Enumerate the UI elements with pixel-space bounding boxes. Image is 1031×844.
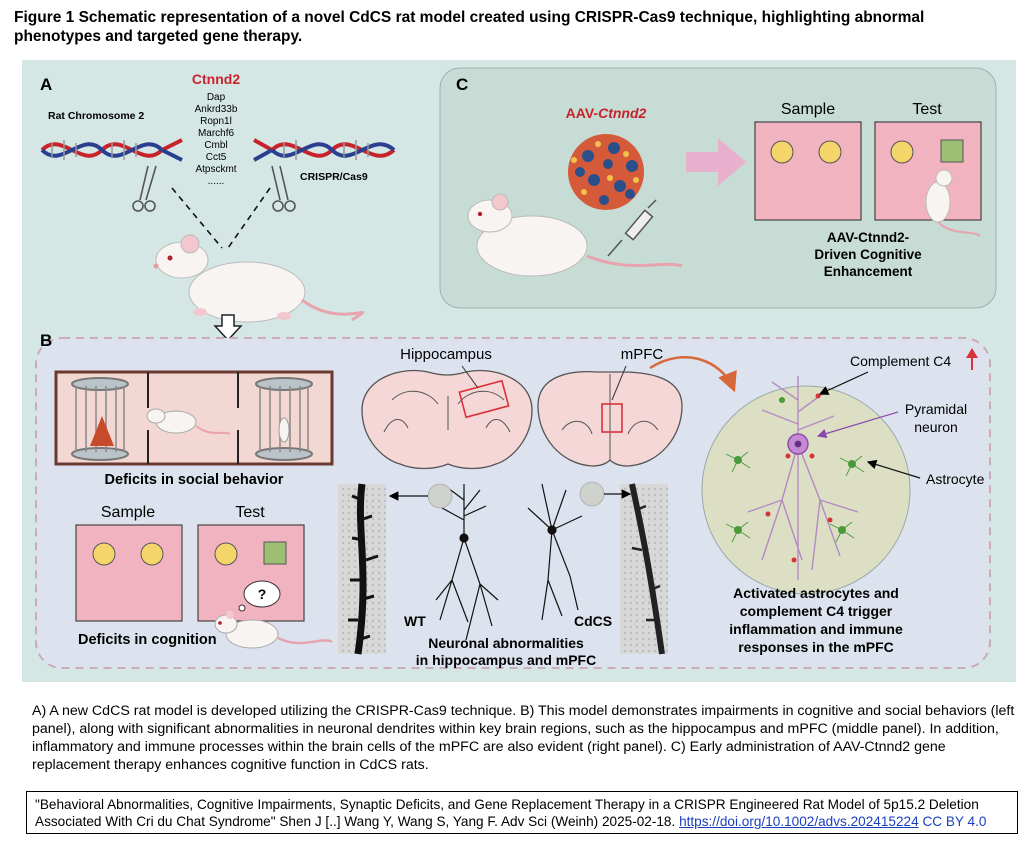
cognition-caption: Deficits in cognition bbox=[78, 632, 217, 648]
figure-caption: A) A new CdCS rat model is developed uti… bbox=[32, 703, 1015, 773]
scissors-left-icon bbox=[132, 165, 157, 212]
c-caption: AAV-Ctnnd2- Driven Cognitive Enhancement bbox=[814, 230, 922, 279]
c-sample-box bbox=[754, 121, 862, 221]
doi-link[interactable]: https://doi.org/10.1002/advs.202415224 bbox=[679, 814, 919, 829]
pyramidal-label-line: neuron bbox=[914, 419, 958, 435]
thought-bubble-icon bbox=[238, 580, 281, 612]
social-chamber bbox=[54, 370, 334, 466]
figure-panel: A Rat Chromosome 2 Ctnnd2 Dap Ankrd33b R… bbox=[22, 60, 1016, 682]
rat-cognition-icon bbox=[214, 611, 333, 649]
treatment-arrow-icon bbox=[686, 138, 746, 186]
neuronal-caption-line: Neuronal abnormalities bbox=[428, 635, 584, 651]
dna-helix-left-icon bbox=[40, 140, 164, 160]
pyramidal-label-line: Pyramidal bbox=[905, 401, 967, 417]
c-caption-line: Driven Cognitive bbox=[814, 247, 922, 262]
pyramidal-neuron-icon bbox=[747, 376, 859, 580]
neuron-cdcs-icon bbox=[527, 481, 632, 621]
brain-mpfc-icon bbox=[537, 365, 683, 467]
cdcs-label: CdCS bbox=[574, 613, 612, 629]
b-test-box bbox=[197, 524, 305, 622]
chromosome-label: Rat Chromosome 2 bbox=[48, 110, 144, 122]
rat-c-test-icon bbox=[925, 169, 981, 237]
brain-hippocampus-icon bbox=[361, 365, 533, 470]
gene-list-item: Atpsckmt bbox=[195, 164, 236, 175]
gene-list-item: Ankrd33b bbox=[195, 104, 238, 115]
figure-title: Figure 1 Schematic representation of a n… bbox=[14, 9, 925, 45]
up-arrow-icon bbox=[966, 348, 978, 370]
citation-box: "Behavioral Abnormalities, Cognitive Imp… bbox=[26, 791, 1018, 834]
inflammation-caption: Activated astrocytes and complement C4 t… bbox=[729, 585, 903, 655]
citation-text: "Behavioral Abnormalities, Cognitive Imp… bbox=[35, 797, 979, 829]
c-caption-line: Enhancement bbox=[824, 264, 913, 279]
down-arrow-icon bbox=[213, 314, 243, 342]
question-mark: ? bbox=[258, 586, 267, 602]
rat-a-icon bbox=[153, 234, 364, 323]
panel-c-letter: C bbox=[456, 75, 468, 94]
panel-a-letter: A bbox=[40, 75, 52, 94]
gene-list-item: Cmbl bbox=[204, 140, 227, 151]
aav-virus-icon bbox=[568, 134, 644, 210]
complement-c4-label: Complement C4 bbox=[850, 353, 951, 369]
mpfc-zoom-circle bbox=[701, 376, 911, 595]
astrocyte-label: Astrocyte bbox=[926, 471, 985, 487]
gene-ctnnd2-label: Ctnnd2 bbox=[192, 71, 240, 87]
c-caption-line: AAV-Ctnnd2- bbox=[827, 230, 909, 245]
gene-list-item: Cct5 bbox=[206, 152, 227, 163]
c-test-label: Test bbox=[912, 101, 942, 118]
inflammation-caption-line: inflammation and immune bbox=[729, 621, 903, 637]
complement-dots bbox=[765, 393, 833, 563]
rat-social-icon bbox=[146, 408, 231, 435]
aav-prefix: AAV- bbox=[566, 105, 599, 121]
neuronal-caption-line: in hippocampus and mPFC bbox=[416, 652, 596, 668]
figure-illustration: A Rat Chromosome 2 Ctnnd2 Dap Ankrd33b R… bbox=[35, 67, 997, 669]
inflammation-caption-line: Activated astrocytes and bbox=[733, 585, 899, 601]
gene-list-item: Ropn1l bbox=[200, 116, 232, 127]
scissors-right-icon bbox=[271, 165, 296, 212]
aav-gene-name: Ctnnd2 bbox=[598, 105, 646, 121]
gene-list-item: Dap bbox=[207, 92, 226, 103]
dna-helix-right-icon bbox=[270, 140, 396, 160]
crispr-label: CRISPR/Cas9 bbox=[300, 171, 368, 183]
hippocampus-label: Hippocampus bbox=[400, 346, 492, 363]
gene-list-item: Marchf6 bbox=[198, 128, 235, 139]
c-sample-label: Sample bbox=[781, 101, 835, 118]
gene-list-item: ...... bbox=[208, 176, 225, 187]
license-link[interactable]: CC BY 4.0 bbox=[922, 814, 987, 829]
neuron-wt-icon bbox=[388, 483, 499, 641]
neuronal-caption: Neuronal abnormalities in hippocampus an… bbox=[416, 635, 596, 668]
mpfc-label: mPFC bbox=[621, 346, 664, 363]
inflammation-caption-line: responses in the mPFC bbox=[738, 639, 894, 655]
gene-list: Dap Ankrd33b Ropn1l Marchf6 Cmbl Cct5 At… bbox=[195, 92, 238, 187]
inflammation-caption-line: complement C4 trigger bbox=[740, 603, 893, 619]
social-caption: Deficits in social behavior bbox=[105, 472, 284, 488]
b-sample-label: Sample bbox=[101, 504, 155, 521]
rat-c-icon bbox=[467, 193, 683, 277]
aav-ctnnd2-label: AAV-Ctnnd2 bbox=[566, 105, 647, 121]
panel-b-letter: B bbox=[40, 331, 52, 350]
b-test-label: Test bbox=[235, 504, 265, 521]
zoom-arrow-icon bbox=[649, 356, 737, 393]
b-sample-box bbox=[75, 524, 183, 622]
pyramidal-neuron-label: Pyramidal neuron bbox=[905, 401, 967, 435]
syringe-icon bbox=[607, 199, 657, 257]
wt-label: WT bbox=[404, 613, 426, 629]
